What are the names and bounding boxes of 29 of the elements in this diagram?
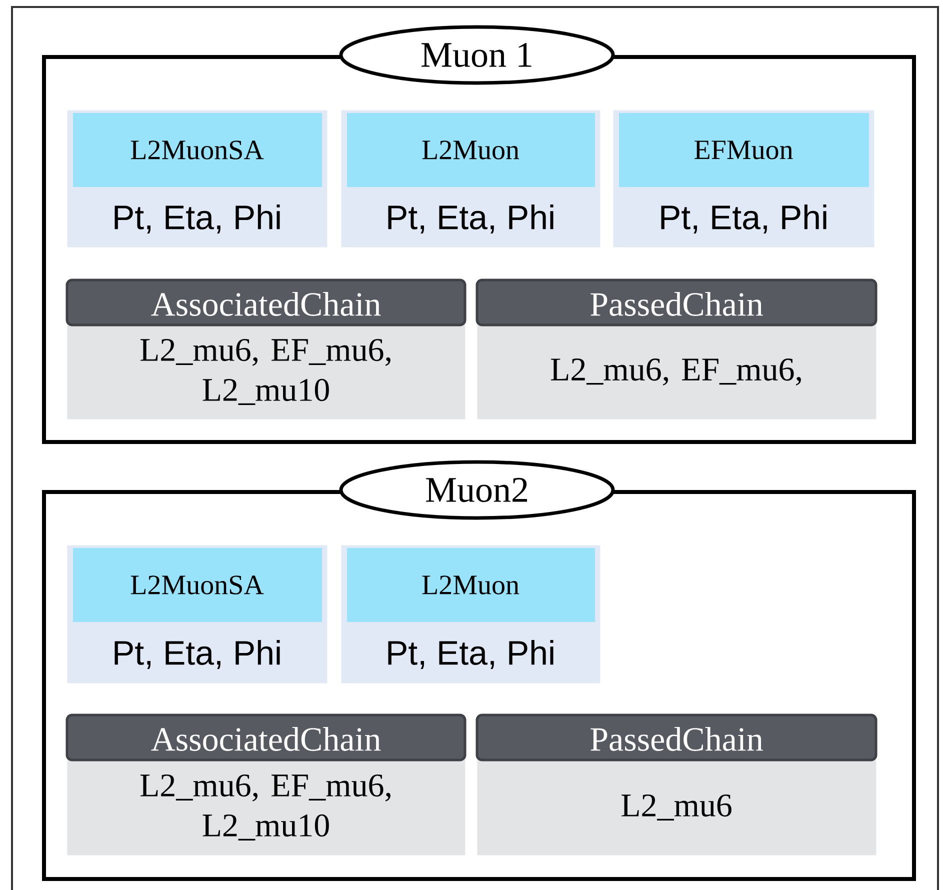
card-text: Pt, Eta, Phi bbox=[388, 640, 554, 669]
info-card bbox=[67, 545, 328, 684]
group-box bbox=[42, 460, 916, 881]
card-title: L2Muon bbox=[422, 140, 520, 160]
card-title: PassedChain bbox=[590, 292, 763, 316]
info-card bbox=[341, 110, 600, 248]
info-card bbox=[613, 110, 874, 248]
card-title: EFMuon bbox=[694, 140, 793, 160]
card-title: AssociatedChain bbox=[151, 727, 381, 751]
card-text: L2_mu6, EF_mu6, L2_mu10 bbox=[140, 338, 390, 406]
chain-card bbox=[476, 278, 878, 420]
card-title: AssociatedChain bbox=[151, 292, 381, 316]
card-text: L2_mu6 bbox=[622, 794, 732, 821]
card-title: L2MuonSA bbox=[130, 576, 264, 594]
chain-card bbox=[66, 278, 466, 420]
info-card bbox=[67, 110, 328, 248]
chain-card bbox=[66, 714, 466, 856]
card-text: Pt, Eta, Phi bbox=[114, 204, 280, 234]
card-text: Pt, Eta, Phi bbox=[661, 204, 826, 234]
card-title: L2MuonSA bbox=[130, 140, 264, 160]
card-text: L2_mu6, EF_mu6, L2_mu10 bbox=[140, 774, 390, 841]
card-text: Pt, Eta, Phi bbox=[388, 204, 554, 234]
card-title: L2Muon bbox=[422, 576, 520, 594]
info-card bbox=[341, 545, 600, 684]
group-box bbox=[42, 25, 916, 444]
card-text: L2_mu6, EF_mu6, bbox=[550, 358, 801, 386]
chain-card bbox=[476, 714, 878, 856]
card-text: Pt, Eta, Phi bbox=[114, 640, 280, 669]
card-title: PassedChain bbox=[590, 727, 763, 751]
